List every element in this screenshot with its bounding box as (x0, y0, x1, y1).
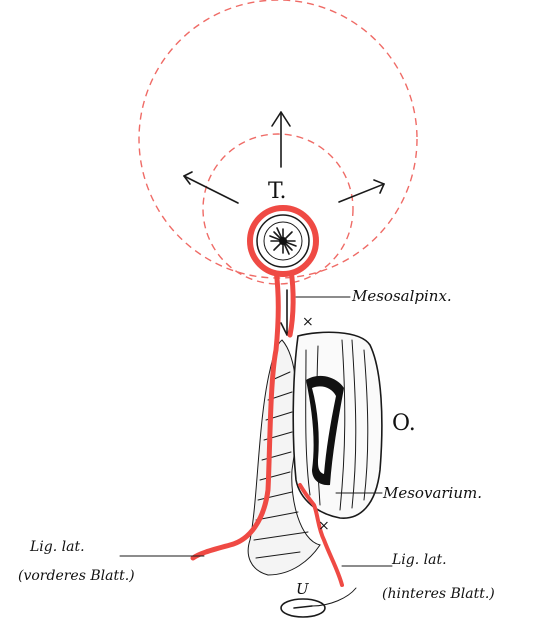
lig-lat-back-sublabel: (hinteres Blatt.) (382, 586, 495, 602)
lig-lat-front-label: Lig. lat. (29, 539, 85, 555)
lig-lat-back-label: Lig. lat. (391, 552, 447, 568)
marker-top: × (302, 314, 314, 330)
uterus-label: U (296, 580, 310, 598)
tube-label: T. (268, 179, 286, 204)
lig-lat-front-sublabel: (vorderes Blatt.) (18, 568, 135, 584)
arrow-upright-icon (339, 180, 384, 202)
ovary-label: O. (392, 411, 416, 436)
mesosalpinx-label: Mesosalpinx. (351, 287, 452, 305)
tube (250, 208, 316, 274)
arrow-up-icon (272, 112, 290, 167)
uterus-outline (281, 588, 356, 617)
marker-bottom: × (318, 518, 330, 534)
ovary (293, 332, 382, 518)
peritoneum-right (290, 270, 293, 335)
mesovarium-label: Mesovarium. (382, 484, 482, 502)
